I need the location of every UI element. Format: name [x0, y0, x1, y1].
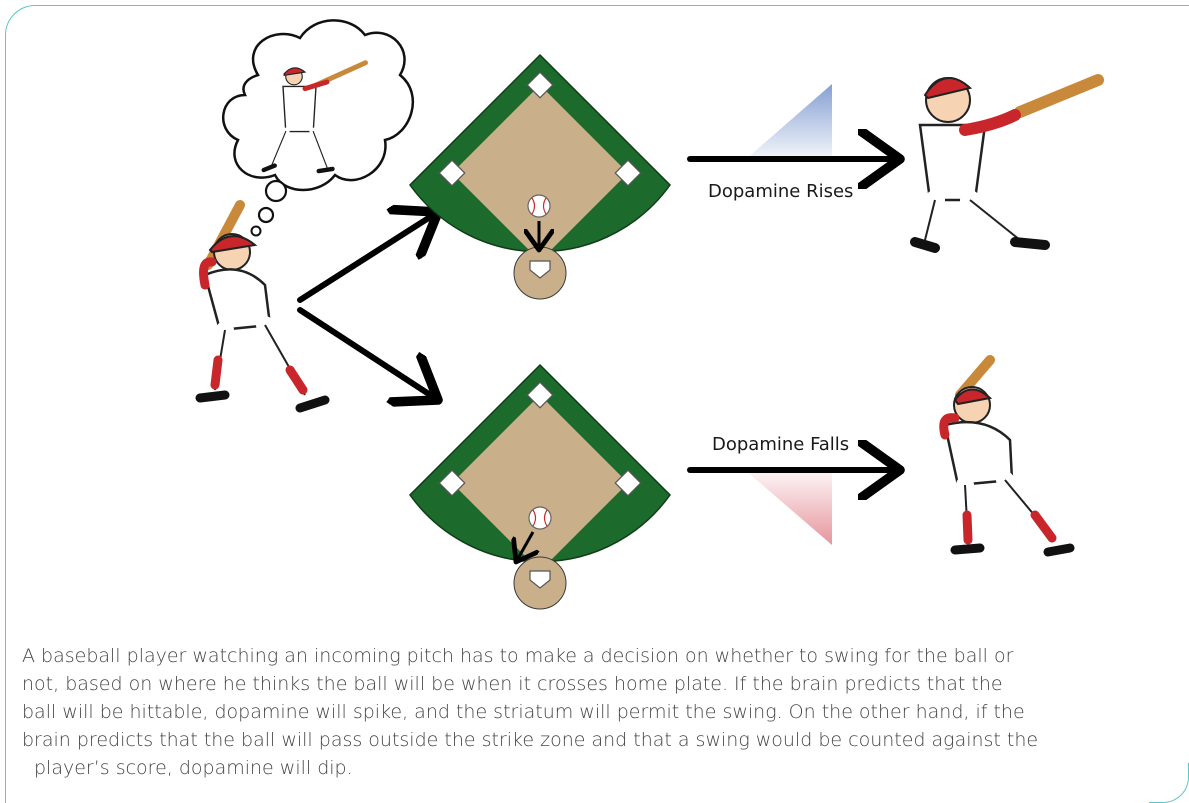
batter-holding [939, 355, 1075, 557]
dopamine-rise-gradient [745, 84, 832, 160]
baseball-field-miss [409, 364, 671, 610]
dopamine-fall-gradient [745, 470, 832, 545]
branch-arrows [297, 212, 438, 400]
batter-swinging [910, 74, 1104, 253]
caption-line: ball will be hittable, dopamine will spi… [22, 701, 1025, 723]
caption: A baseball player watching an incoming p… [22, 642, 1172, 782]
baseball-field-hit [409, 54, 671, 300]
dopamine-prediction-diagram: Dopamine Rises Dopamine Falls [195, 19, 1104, 610]
thought-bubble [222, 19, 415, 237]
batter-ready [195, 200, 330, 413]
caption-line: brain predicts that the ball will pass o… [22, 729, 1039, 751]
caption-line: A baseball player watching an incoming p… [22, 645, 1014, 667]
imagined-swing-player [261, 60, 368, 174]
label-dopamine-rises: Dopamine Rises [708, 181, 853, 202]
caption-line: not, based on where he thinks the ball w… [22, 673, 1003, 695]
label-dopamine-falls: Dopamine Falls [712, 434, 849, 455]
caption-line: player’s score, dopamine will dip. [34, 757, 353, 779]
result-arrows [687, 159, 900, 470]
